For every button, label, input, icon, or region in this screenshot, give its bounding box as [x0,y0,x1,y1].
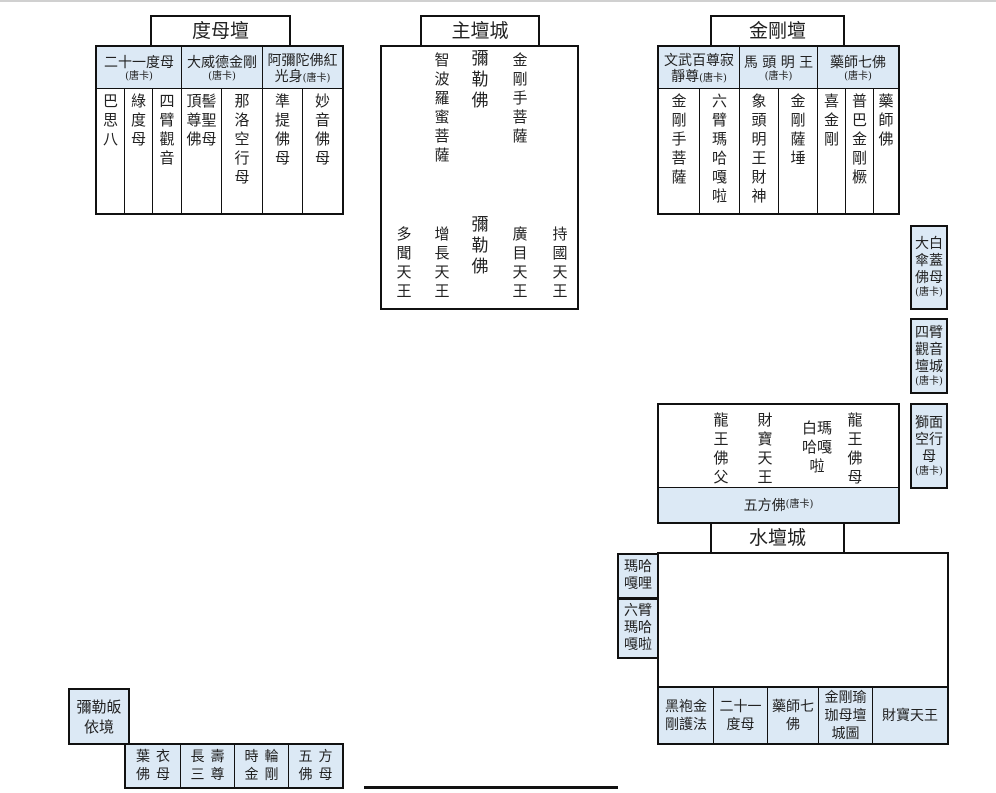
maitreya-refuge-label: 彌勒皈依境 [76,697,122,736]
dragon-item: 龍王佛父 [713,411,729,486]
bottom-left-cell: 五方佛母 [289,745,342,787]
water-altar-title-text: 水壇城 [748,527,806,549]
dumu-col: 頂髻尊聖佛母 [182,89,222,213]
dumu-header-3-label-2: 光身 [274,68,303,85]
vajra-col: 金剛手菩薩 [659,89,700,213]
dumu-col: 妙音佛母 [314,92,330,167]
vajra-header-1-label: 文武百尊寂 [664,52,734,69]
vajra-col: 金剛薩埵 [779,89,818,213]
dragon-item: 龍王佛母 [847,411,863,486]
water-left-box-1: 瑪哈嘎哩 [617,553,659,599]
right-box-2-label: 四臂觀音壇城 [915,324,943,375]
dumu-header-1-sub: (唐卡) [125,70,153,82]
right-box-1: 大白傘蓋佛母 (唐卡) [910,225,948,310]
bottom-rule [364,786,618,789]
water-bottom-cell: 財寶天王 [873,688,947,743]
bottom-left-cell: 時輪金剛 [235,745,289,787]
main-lower-item: 彌勒佛 [471,215,489,277]
water-bottom-cell: 黑袍金剛護法 [659,688,714,743]
main-lower-item: 廣目天王 [512,225,528,300]
dumu-header-1: 二十一度母 (唐卡) [97,47,182,89]
vajra-altar: 文武百尊寂 靜尊(唐卡) 馬 頭 明 王 (唐卡) 藥師七佛 (唐卡) 金剛手菩… [657,45,900,215]
dumu-header-2-label: 大威德金剛 [187,54,257,71]
main-upper-item: 金剛手菩薩 [512,51,528,145]
vajra-header-2-sub: (唐卡) [764,70,793,82]
vajra-col: 象頭明王財神 [740,89,779,213]
right-box-3-label: 獅面空行母 [915,414,943,465]
bottom-left-cell: 長壽三尊 [181,745,235,787]
dumu-header-2: 大威德金剛 (唐卡) [182,47,263,89]
dumu-header-3-label: 阿彌陀佛紅 [267,52,338,69]
water-bottom-cell: 二十一度母 [714,688,768,743]
dumu-header-3: 阿彌陀佛紅 光身(唐卡) [263,47,342,89]
vajra-header-2: 馬 頭 明 王 (唐卡) [740,47,818,89]
dumu-altar-title: 度母壇 [150,15,291,45]
main-lower-item: 持國天王 [552,225,568,300]
vajra-header-1-label-2: 靜尊 [671,68,700,85]
main-altar-title-text: 主壇城 [451,19,509,42]
main-upper-item: 彌勒佛 [471,49,489,111]
right-box-1-sub: (唐卡) [915,287,943,298]
vajra-header-3: 藥師七佛 (唐卡) [818,47,898,89]
dragon-item: 財寶天王 [757,411,773,486]
top-rule [0,0,996,2]
water-bottom-cell: 金剛瑜珈母壇城圖 [819,688,873,743]
water-altar: 黑袍金剛護法 二十一度母 藥師七佛 金剛瑜珈母壇城圖 財寶天王 [657,552,949,745]
vajra-col: 藥師佛 [878,92,894,148]
dumu-col: 巴思八 [97,89,125,213]
water-bottom-row: 黑袍金剛護法 二十一度母 藥師七佛 金剛瑜珈母壇城圖 財寶天王 [659,686,947,743]
dumu-altar: 二十一度母 (唐卡) 大威德金剛 (唐卡) 阿彌陀佛紅 光身(唐卡) 巴思八 綠… [95,45,344,215]
right-box-3: 獅面空行母 (唐卡) [910,403,948,489]
vajra-header-3-label: 藥師七佛 [830,54,886,71]
dumu-altar-title-text: 度母壇 [191,19,249,42]
main-altar-lower: 多聞天王 增長天王 彌勒佛 廣目天王 持國天王 [380,213,579,310]
vajra-header-1-sub: (唐卡) [699,72,727,84]
water-left-box-2-label: 六臂瑪哈嘎啦 [624,603,652,653]
vajra-altar-title: 金剛壇 [710,15,845,45]
dumu-col: 綠度母 [125,89,153,213]
five-buddhas-sub: (唐卡) [785,499,814,510]
vajra-col: 喜金剛 [818,89,846,213]
vajra-header-1: 文武百尊寂 靜尊(唐卡) [659,47,740,89]
bottom-left-row: 葉衣佛母 長壽三尊 時輪金剛 五方佛母 [124,743,344,789]
dumu-header-3-sub: (唐卡) [302,72,331,84]
dragon-altar: 龍王佛父 財寶天王 白瑪哈嘎啦 龍王佛母 五方佛(唐卡) [657,403,900,524]
five-buddhas-label: 五方佛 [743,498,786,514]
vajra-header-2-label: 馬 頭 明 王 [743,54,814,71]
main-lower-item: 增長天王 [434,225,450,300]
dumu-col: 那洛空行母 [222,89,263,213]
five-buddhas-bar: 五方佛(唐卡) [659,487,898,522]
water-left-box-2: 六臂瑪哈嘎啦 [617,598,659,659]
right-box-2: 四臂觀音壇城 (唐卡) [910,318,948,394]
water-bottom-cell: 藥師七佛 [768,688,819,743]
water-altar-title: 水壇城 [710,522,845,553]
dragon-item: 白瑪哈嘎啦 [801,419,832,475]
right-box-3-sub: (唐卡) [915,465,943,477]
vajra-altar-title-text: 金剛壇 [748,19,806,42]
vajra-col: 六臂瑪哈嘎啦 [700,89,740,213]
dumu-col: 四臂觀音 [153,89,182,213]
maitreya-refuge-box: 彌勒皈依境 [68,688,130,745]
dumu-header-2-sub: (唐卡) [208,70,236,82]
water-left-box-1-label: 瑪哈嘎哩 [624,559,652,592]
dumu-col: 準提佛母 [263,89,303,213]
bottom-left-cell: 葉衣佛母 [126,745,181,787]
main-altar-upper: 智波羅蜜菩薩 彌勒佛 金剛手菩薩 [380,45,579,215]
vajra-col: 普巴金剛橛 [846,89,874,213]
main-upper-item: 智波羅蜜菩薩 [434,51,450,164]
dumu-header-1-label: 二十一度母 [104,54,174,71]
right-box-1-label: 大白傘蓋佛母 [915,236,943,286]
main-lower-item: 多聞天王 [396,225,412,300]
right-box-2-sub: (唐卡) [915,375,943,387]
main-altar-title: 主壇城 [420,15,540,45]
vajra-header-3-sub: (唐卡) [844,70,872,82]
